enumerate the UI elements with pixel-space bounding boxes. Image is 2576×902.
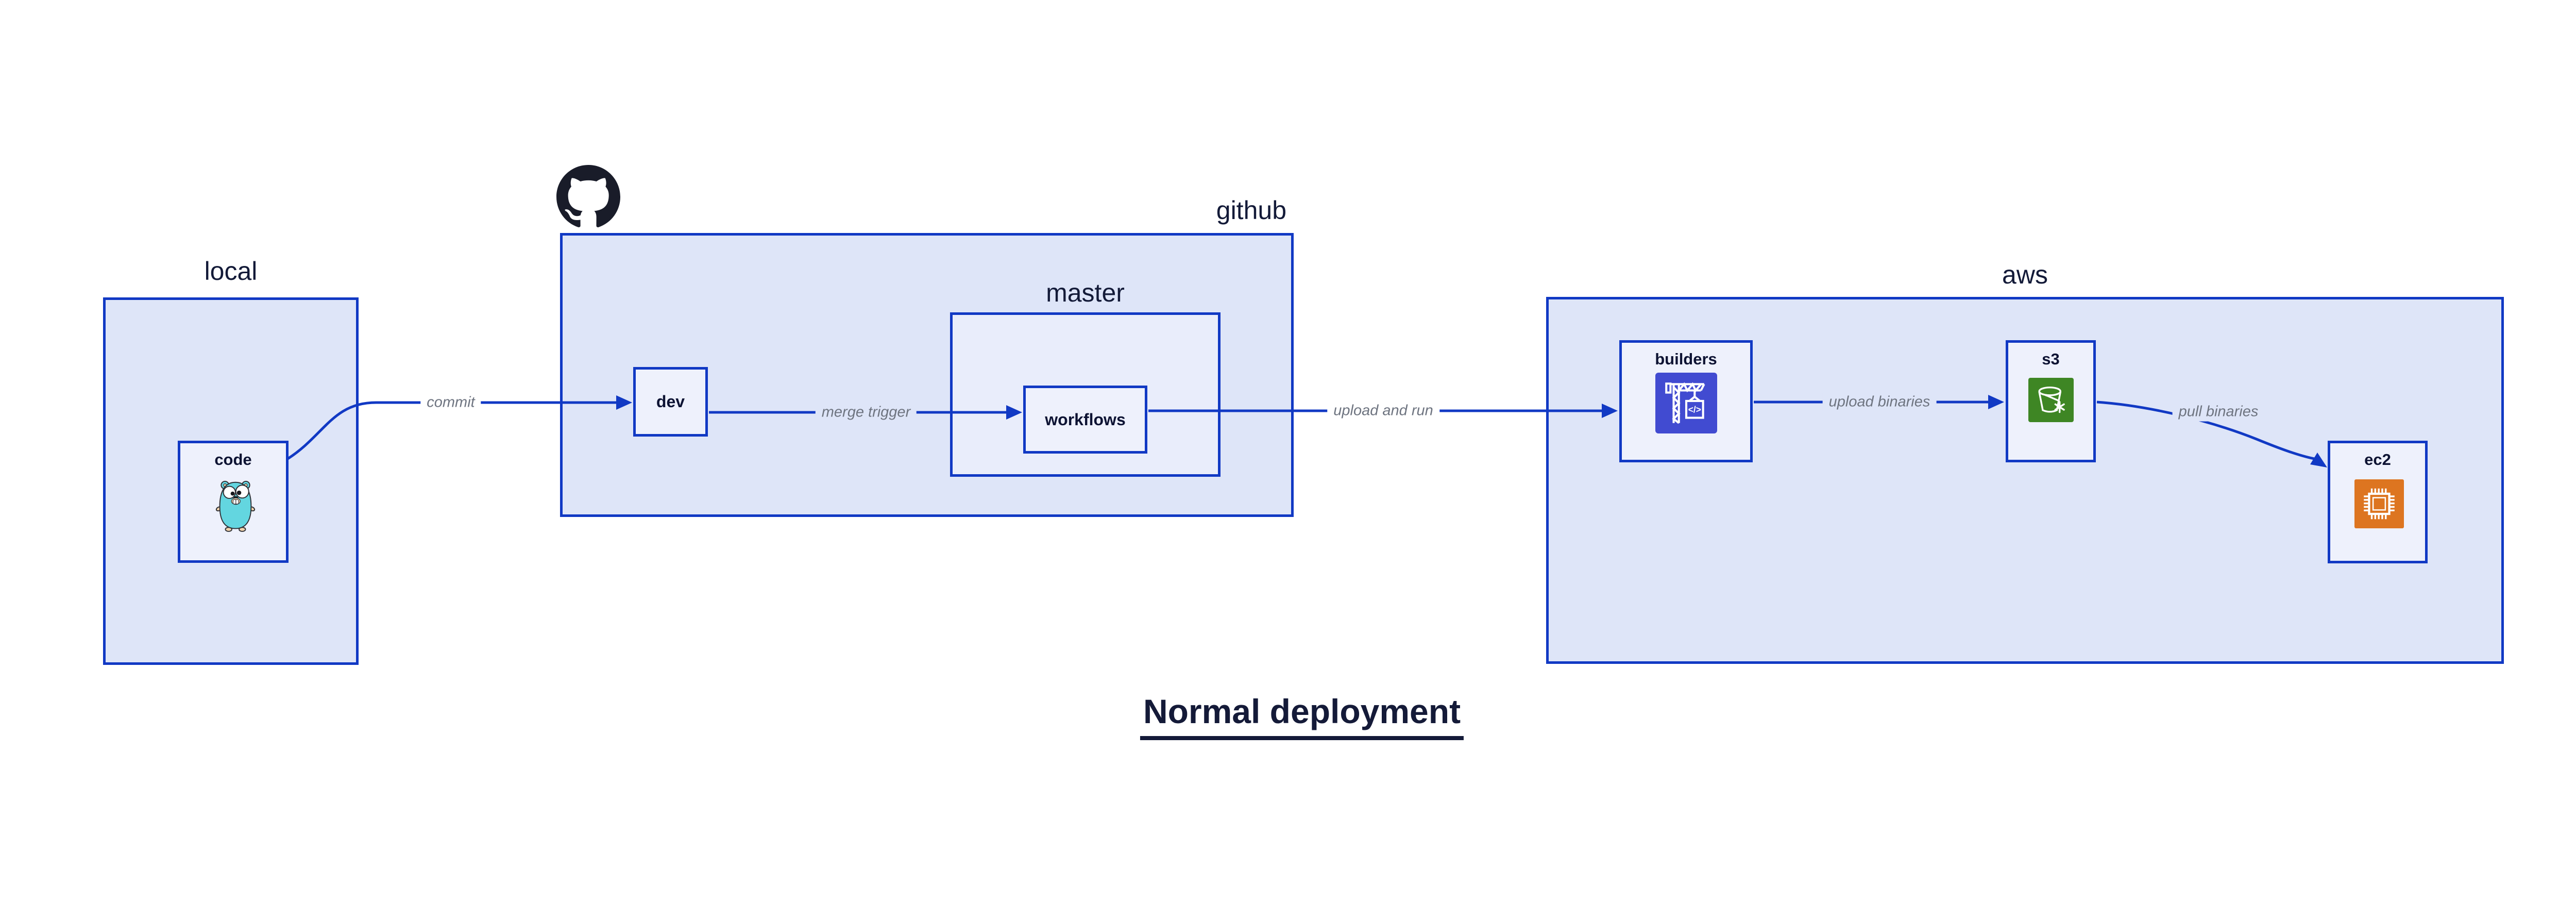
edge-label-upload-binaries: upload binaries bbox=[1822, 392, 1937, 412]
group-label-github: github bbox=[1216, 196, 1286, 225]
gopher-icon bbox=[215, 480, 256, 532]
group-label-master: master bbox=[1046, 278, 1125, 307]
s3-glacier-bucket-icon bbox=[2028, 378, 2074, 422]
group-label-local: local bbox=[204, 257, 258, 286]
node-builders: builders </> bbox=[1619, 340, 1753, 462]
node-label-builders: builders bbox=[1655, 350, 1717, 368]
edge-label-upload-and-run: upload and run bbox=[1327, 401, 1439, 421]
diagram-title: Normal deployment bbox=[1140, 692, 1464, 740]
codebuild-code-glyph: </> bbox=[1688, 404, 1701, 414]
node-code: code bbox=[178, 441, 289, 563]
edge-label-commit: commit bbox=[420, 393, 481, 412]
ec2-chip-icon bbox=[2354, 479, 2404, 528]
github-octocat-icon bbox=[556, 165, 620, 227]
node-label-code: code bbox=[214, 450, 252, 469]
codebuild-crane-icon: </> bbox=[1655, 373, 1717, 433]
edge-label-merge-trigger: merge trigger bbox=[815, 403, 917, 422]
node-dev: dev bbox=[633, 367, 708, 437]
node-label-s3: s3 bbox=[2042, 350, 2060, 368]
edge-label-pull-binaries: pull binaries bbox=[2172, 402, 2265, 422]
node-label-workflows: workflows bbox=[1045, 410, 1126, 429]
node-label-ec2: ec2 bbox=[2364, 450, 2391, 469]
node-workflows: workflows bbox=[1023, 386, 1147, 454]
group-label-aws: aws bbox=[2002, 260, 2048, 289]
node-label-dev: dev bbox=[656, 392, 685, 411]
node-s3: s3 bbox=[2006, 340, 2096, 462]
node-ec2: ec2 bbox=[2328, 441, 2428, 563]
